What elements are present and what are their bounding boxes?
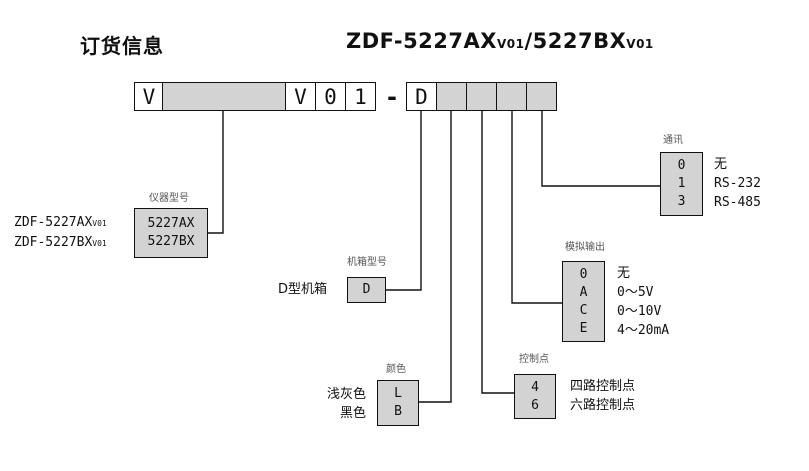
communication-box: 0 1 3: [660, 152, 703, 216]
control-points-code: 4: [531, 379, 539, 395]
model-main-2: 5227BX: [532, 29, 627, 53]
chassis-caption: 机箱型号: [347, 257, 387, 268]
communication-code: 0: [677, 158, 686, 173]
analog-output-code: E: [579, 320, 588, 336]
communication-code: 1: [677, 176, 686, 191]
code-box-10: [526, 82, 557, 111]
line-control-points: [481, 111, 515, 394]
instrument-model-code: 5227AX: [147, 216, 195, 231]
model-sub-1: V01: [496, 37, 525, 51]
code-box-9: [496, 82, 527, 111]
analog-output-label: 4～20mA: [617, 323, 670, 338]
analog-output-code: 0: [579, 266, 588, 282]
communication-caption: 通讯: [663, 135, 683, 146]
line-communication: [541, 111, 661, 187]
model-title: ZDF-5227AXV01/5227BXV01: [346, 29, 654, 53]
analog-output-label: 无: [617, 266, 631, 281]
communication-code: 3: [677, 194, 686, 209]
code-box-8: [466, 82, 497, 111]
control-points-box: 4 6: [514, 374, 556, 419]
code-box-4: 0: [315, 82, 346, 111]
communication-label: 无: [714, 157, 728, 172]
analog-output-code: C: [579, 302, 588, 318]
instrument-model-label-main: ZDF-5227AX: [14, 215, 93, 230]
color-label: 黑色: [339, 406, 366, 421]
chassis-label: D型机箱: [278, 282, 328, 297]
code-box-7: [436, 82, 467, 111]
control-points-code: 6: [531, 397, 539, 413]
analog-output-label: 0～5V: [617, 285, 654, 300]
instrument-model-label: ZDF-5227AXV01: [14, 214, 107, 233]
code-box-5: 1: [345, 82, 376, 111]
analog-output-box: 0 A C E: [562, 261, 605, 342]
communication-label: RS-232: [714, 176, 761, 191]
color-code: L: [394, 386, 402, 401]
model-sep: /: [524, 29, 533, 53]
line-analog-output: [511, 111, 563, 304]
code-box-1: V: [134, 82, 164, 111]
code-box-2: [162, 82, 286, 111]
instrument-model-box: 5227AX 5227BX: [134, 208, 208, 258]
chassis-code: D: [362, 282, 371, 297]
control-points-caption: 控制点: [519, 354, 549, 365]
page-title: 订货信息: [80, 34, 164, 58]
instrument-model-label-sub: V01: [92, 239, 107, 248]
color-box: L B: [377, 380, 419, 426]
color-code: B: [394, 404, 402, 419]
instrument-model-caption: 仪器型号: [149, 193, 189, 204]
analog-output-label: 0～10V: [617, 304, 662, 319]
instrument-model-label-sub: V01: [92, 219, 107, 228]
code-box-6: D: [406, 82, 437, 111]
control-points-label: 四路控制点: [570, 379, 636, 394]
line-instrument-model: [207, 111, 224, 234]
chassis-box: D: [347, 277, 386, 303]
model-sub-2: V01: [626, 37, 654, 51]
line-chassis: [385, 111, 422, 291]
instrument-model-label: ZDF-5227BXV01: [14, 234, 107, 253]
communication-label: RS-485: [714, 195, 761, 210]
code-dash: -: [384, 82, 400, 111]
control-points-label: 六路控制点: [570, 398, 636, 413]
model-main-1: ZDF-5227AX: [346, 29, 497, 53]
color-label: 浅灰色: [326, 387, 366, 402]
analog-output-caption: 模拟输出: [565, 242, 605, 253]
line-color: [418, 111, 452, 403]
instrument-model-label-main: ZDF-5227BX: [14, 235, 93, 250]
color-caption: 颜色: [386, 364, 406, 375]
instrument-model-code: 5227BX: [147, 234, 195, 249]
analog-output-code: A: [579, 284, 588, 300]
code-box-3: V: [285, 82, 316, 111]
